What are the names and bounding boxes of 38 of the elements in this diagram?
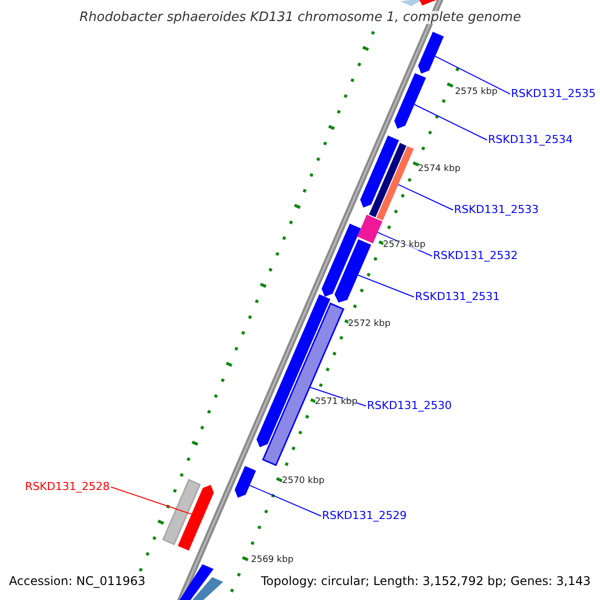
gene-feature [178,484,214,551]
gene-feature [360,136,399,208]
gene-feature [418,32,444,74]
gene-feature [369,142,406,218]
scale-label: 2569 kbp [251,556,294,564]
gene-label: RSKD131_2529 [322,510,407,521]
scale-label: 2571 kbp [315,398,358,406]
gene-label: RSKD131_2531 [415,291,500,302]
gene-label: RSKD131_2528 [25,481,110,492]
gene-feature [394,73,426,129]
gene-feature [419,0,437,6]
leader-line [249,484,322,516]
gene-feature [162,478,201,546]
gene-label: RSKD131_2534 [488,134,573,145]
gene-feature [234,466,256,498]
gene-feature [400,0,422,6]
gene-feature [192,577,224,600]
gene-feature [180,564,214,600]
scale-label: 2570 kbp [282,476,324,486]
genome-info-text: Topology: circular; Length: 3,152,792 bp; Genes: 3,143 [261,575,591,587]
scale-label: 2572 kbp [348,320,390,328]
gene-label: RSKD131_2530 [367,400,452,411]
gene-feature [357,214,382,244]
gene-label: RSKD131_2533 [454,204,539,215]
scale-label: 2574 kbp [418,164,460,174]
leader-line [110,486,192,515]
gene-label: RSKD131_2532 [433,250,518,261]
gene-feature [322,224,361,297]
leader-line [414,104,488,140]
gene-feature [334,239,372,303]
gene-feature [376,146,414,220]
title: Rhodobacter sphaeroides KD131 chromosome 1, complete genome [80,11,521,24]
accession-text: Accession: NC_011963 [9,575,146,587]
scale-label: 2573 kbp [383,240,426,250]
scale-label: 2575 kbp [455,88,498,96]
gene-label: RSKD131_2535 [511,88,596,99]
leader-line [434,56,510,94]
leader-line [358,274,414,298]
